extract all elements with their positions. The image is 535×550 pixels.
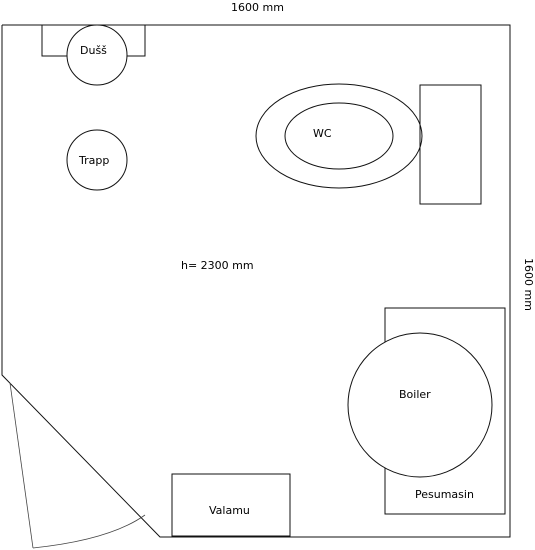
room-height-label: h= 2300 mm (181, 259, 254, 272)
toilet-outer (255, 83, 423, 189)
right-depth-label: 1600 mm (522, 258, 535, 311)
door-leaf (9, 382, 34, 549)
boiler-label: Boiler (399, 388, 431, 401)
toilet-bowl (284, 102, 394, 170)
shower-head (66, 24, 128, 86)
boiler (347, 332, 493, 478)
door-swing-arc (32, 514, 146, 549)
sink (171, 473, 291, 537)
washing-machine-label: Pesumasin (415, 488, 474, 501)
toilet-label: WC (313, 127, 332, 140)
room-walls (1, 24, 511, 538)
sink-label: Valamu (209, 504, 250, 517)
drain-label: Trapp (78, 154, 109, 167)
floor-drain (66, 129, 128, 191)
shower-label: Dušš (80, 44, 107, 57)
toilet-cistern (419, 84, 482, 205)
top-width-label: 1600 mm (231, 1, 284, 14)
